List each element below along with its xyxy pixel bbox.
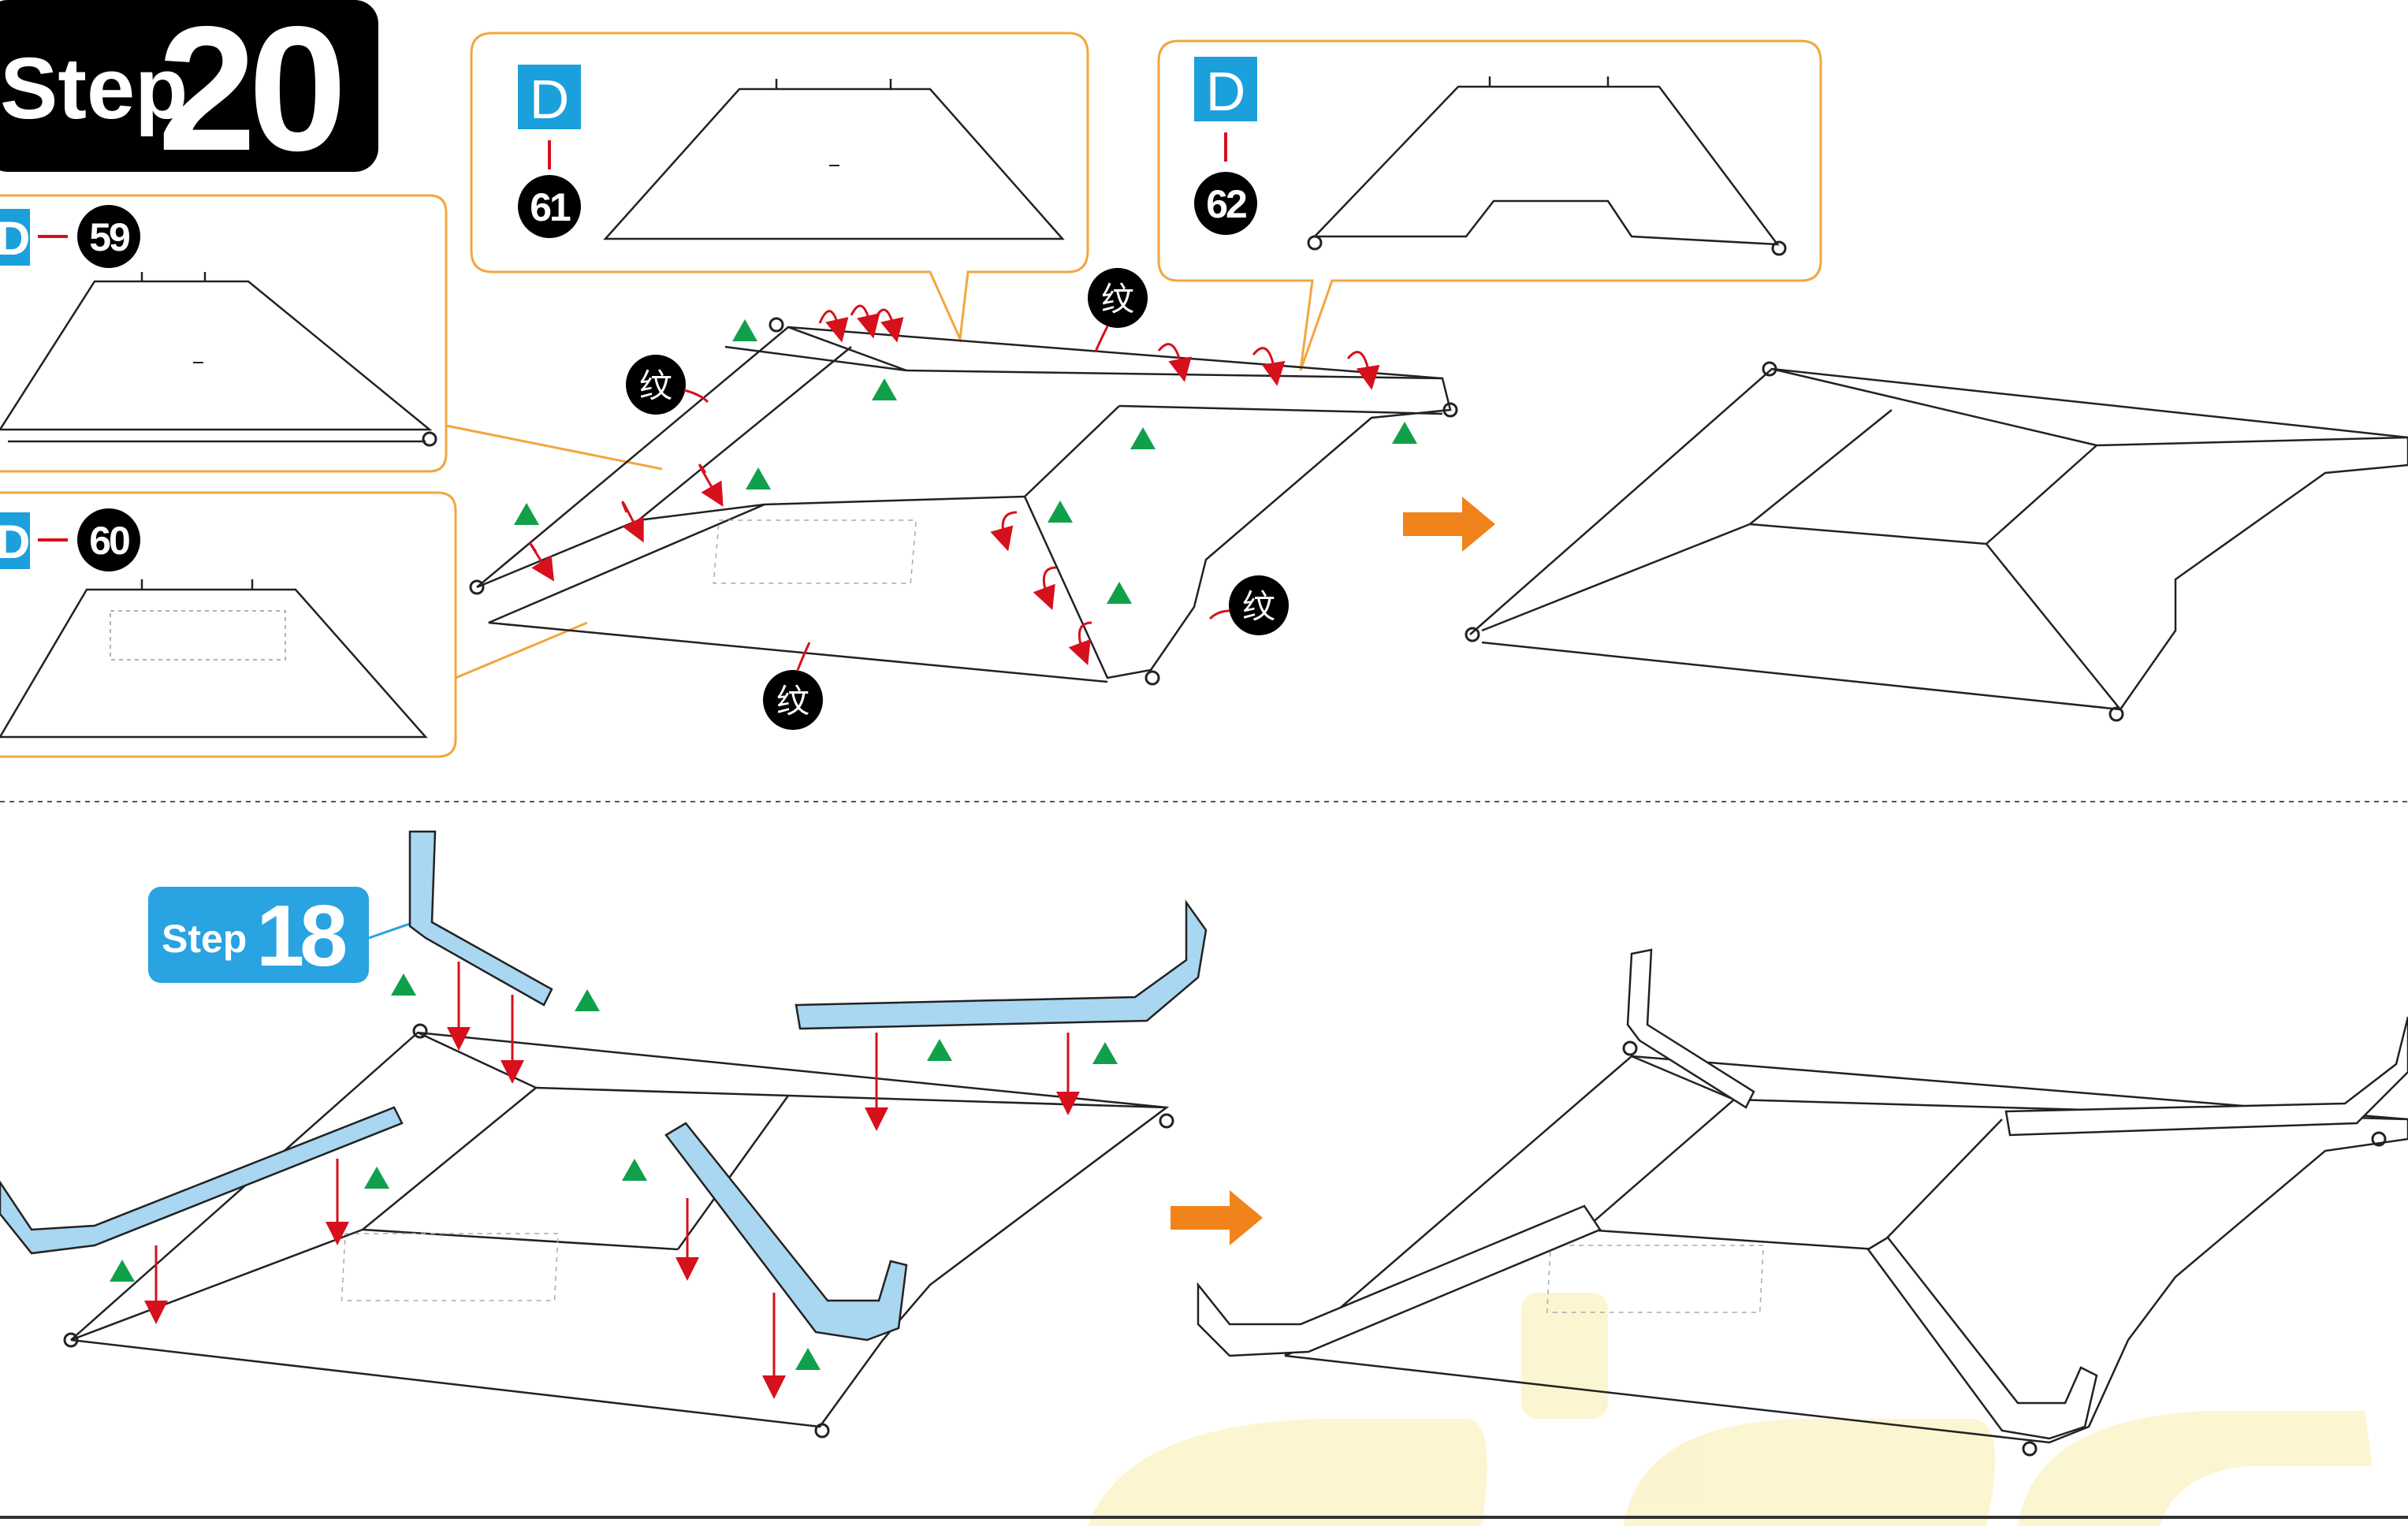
rail-piece [795,899,1208,1030]
green-triangle-icon [1092,1042,1118,1064]
orange-arrow-icon [1171,1190,1263,1245]
callout-part-62: D 62 [1157,39,1822,371]
rail-piece [0,1106,404,1255]
rail-pieces [0,830,1208,1342]
callout-part-60: D 60 [0,491,457,758]
green-triangle-icon [795,1348,821,1370]
green-triangle-icon [1392,422,1417,444]
texture-marks: 纹 纹 纹 纹 [626,268,1289,730]
green-triangle-icon [1048,501,1073,523]
part-number: 61 [530,185,571,229]
rail-piece [1866,1236,2098,1440]
curved-arrow-icon [1346,351,1380,390]
piece-outline [0,280,433,431]
curved-arrow-icon [529,542,555,582]
callout-part-61: D 61 [470,32,1089,344]
step-word: Step [0,40,188,137]
green-triangle-icon [1130,427,1156,449]
texture-label: 纹 [639,367,672,404]
curved-arrow-icon [850,304,880,339]
curved-arrow-icon [1157,343,1192,382]
green-triangle-icon [927,1039,952,1061]
rail-drop-arrows [144,962,1080,1399]
curved-arrow-icon [621,501,644,543]
green-triangle-icon [872,378,897,400]
piece-outline [1312,85,1780,246]
part-number-badge [1194,172,1257,235]
part-number: 60 [89,519,129,563]
green-triangle-icon [514,503,539,525]
rail-piece [1626,948,1755,1109]
green-triangle-icon [732,319,757,341]
green-triangle-icon [391,973,416,996]
step-word: Step [162,917,247,961]
part-number-badge [77,508,140,571]
curved-arrow-icon [1033,566,1057,611]
part-number-badge [518,175,581,238]
rail-piece [2004,1016,2408,1137]
curved-arrow-icon [990,511,1018,552]
green-triangle-icon [622,1159,647,1181]
piece-outline [0,588,428,739]
curved-arrow-icon [873,308,904,343]
step-20-header: Step 20 [0,0,378,188]
part-number: 62 [1206,182,1246,226]
green-triangle-icon [1107,582,1132,604]
green-triangle-icon [110,1260,135,1282]
watermark [1088,1293,2373,1526]
step-18-badge: Step 18 [148,887,426,984]
assembly-result-top [1465,361,2408,722]
curved-arrow-icon [698,463,724,507]
assembly-result-bottom [1284,1040,2408,1457]
step-number: 18 [256,888,345,984]
curved-arrow-icon [818,310,849,343]
part-number-badge [77,205,140,268]
assembly-net-bottom [63,1023,1174,1439]
texture-label: 纹 [776,683,809,720]
sheet-letter: D [1206,61,1246,122]
rail-piece [1197,1204,1602,1357]
callout-part-59: D 59 [0,194,448,473]
glue-marks-bottom [110,973,1118,1370]
assembly-net-top [469,317,1458,686]
piece-outline [603,87,1065,240]
green-triangle-icon [364,1167,389,1189]
sheet-letter: D [530,69,570,130]
callout-leaders-left [445,424,663,679]
texture-label: 纹 [1242,588,1275,625]
curved-arrow-icon [1252,347,1286,386]
sheet-letter: D [0,212,30,265]
step-number: 20 [158,0,340,188]
curved-arrow-icon [1068,621,1092,666]
rail-pieces-assembled [1197,948,2408,1440]
glue-marks-top [514,319,1417,604]
rail-piece [408,830,553,1007]
texture-label: 纹 [1101,281,1134,318]
sheet-letter: D [0,515,30,568]
part-number: 59 [89,215,129,259]
green-triangle-icon [746,467,771,489]
fold-marks-top [529,304,1380,666]
orange-arrow-icon [1403,497,1495,552]
rail-piece [664,1122,908,1342]
green-triangle-icon [575,989,600,1011]
